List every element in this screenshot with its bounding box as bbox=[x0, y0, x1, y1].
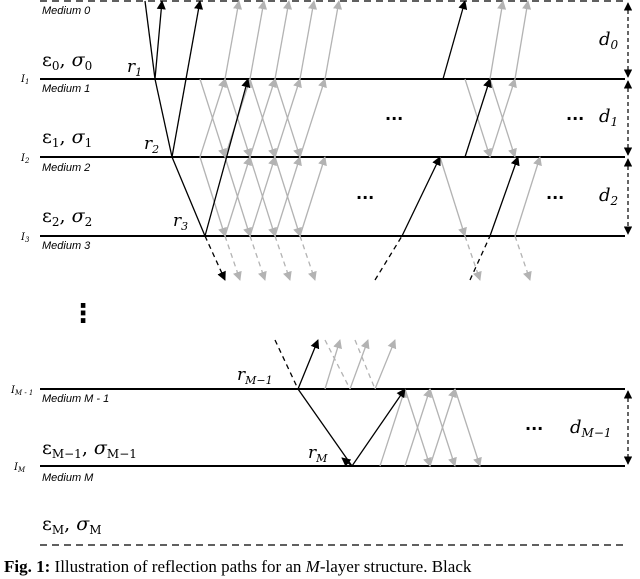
thickness-d1: d1 bbox=[599, 106, 618, 129]
medium-2-label: Medium 2 bbox=[42, 162, 90, 174]
interface-2-label: I2 bbox=[20, 153, 30, 165]
medium-m-minus-1-params: εM−1, σM−1 bbox=[42, 437, 137, 461]
ellipsis-1: ··· bbox=[385, 109, 403, 128]
ellipsis-3: ··· bbox=[356, 188, 374, 207]
medium-m-params: εM, σM bbox=[42, 513, 102, 537]
caption-var: M bbox=[305, 557, 320, 576]
secondary-rays-top bbox=[199, 0, 542, 281]
thickness-d2: d2 bbox=[599, 185, 618, 208]
vertical-ellipsis: ⋮ bbox=[70, 299, 96, 329]
interface-m-minus-1-label: IM - 1 bbox=[10, 385, 33, 397]
ellipsis-5: ··· bbox=[525, 419, 543, 438]
figure-caption: Fig. 1: Illustration of reflection paths… bbox=[4, 557, 640, 577]
medium-1-params: ε1, σ1 bbox=[42, 126, 92, 150]
reflection-rm-minus-1: rM−1 bbox=[237, 365, 273, 387]
caption-prefix: Fig. 1: bbox=[4, 557, 51, 576]
primary-rays-bottom bbox=[274, 339, 406, 467]
thickness-d0: d0 bbox=[599, 29, 619, 52]
interfaces bbox=[40, 78, 625, 467]
medium-m-label: Medium M bbox=[42, 472, 94, 484]
primary-rays-top bbox=[144, 0, 520, 281]
medium-3-label: Medium 3 bbox=[42, 240, 91, 252]
medium-1-label: Medium 1 bbox=[42, 83, 90, 95]
interface-m-label: IM bbox=[13, 462, 26, 474]
caption-text-end: -layer structure. Black bbox=[319, 557, 472, 576]
medium-0-label: Medium 0 bbox=[42, 5, 91, 17]
medium-m-minus-1-label: Medium M - 1 bbox=[42, 393, 109, 405]
secondary-rays-bottom bbox=[324, 339, 482, 467]
caption-text-start: Illustration of reflection paths for an bbox=[50, 557, 306, 576]
interface-3-label: I3 bbox=[20, 232, 30, 244]
ellipsis-4: ··· bbox=[546, 188, 564, 207]
thickness-dm-minus-1: dM−1 bbox=[570, 417, 612, 440]
reflection-r2: r2 bbox=[144, 134, 159, 156]
interface-1-label: I1 bbox=[20, 74, 29, 86]
reflection-r3: r3 bbox=[173, 211, 188, 233]
medium-0-params: ε0, σ0 bbox=[42, 49, 92, 73]
reflection-r1: r1 bbox=[127, 57, 142, 79]
medium-2-params: ε2, σ2 bbox=[42, 205, 92, 229]
reflection-rm: rM bbox=[308, 443, 328, 465]
ellipsis-2: ··· bbox=[566, 109, 584, 128]
